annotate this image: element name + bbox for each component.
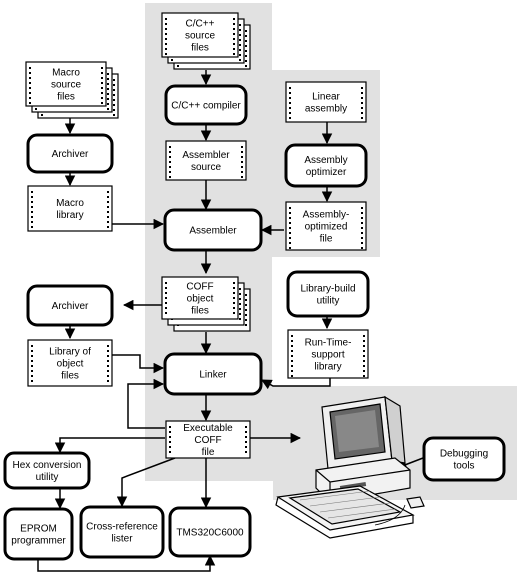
node-debug-label-0: Debugging (440, 449, 488, 460)
arrow-exe-linker-feedback (127, 378, 165, 429)
node-compiler-label-0: C/C++ compiler (171, 101, 241, 112)
node-archiver1-label-0: Archiver (52, 149, 89, 160)
node-optimizer-label-1: optimizer (306, 167, 347, 178)
node-macrolib-label-0: Macro (56, 198, 84, 209)
connectors (37, 70, 424, 572)
node-src-label-0: C/C++ (186, 19, 215, 30)
node-exe-label-0: Executable (183, 423, 233, 434)
arrow-exe-xref (116, 457, 176, 508)
arrow-libobj-linker (112, 354, 165, 374)
node-macro-label-2: files (57, 92, 75, 103)
node-hex-label-1: utility (36, 472, 59, 483)
node-assembler-label-0: Assembler (189, 226, 237, 237)
node-coff-label-1: object (187, 294, 214, 305)
node-libbuild-label-1: utility (317, 296, 340, 307)
arrow-eprom-tms (37, 554, 216, 572)
node-exe-label-1: COFF (194, 435, 221, 446)
node-macro-label-0: Macro (52, 68, 80, 79)
node-coff-label-2: files (191, 306, 209, 317)
node-eprom-label-1: programmer (11, 536, 66, 547)
node-coff-label-0: COFF (186, 282, 213, 293)
node-optfile-label-1: optimized (305, 222, 348, 233)
arrow-rts-linker (261, 378, 331, 390)
node-macro-label-1: source (51, 80, 81, 91)
node-libobj-label-1: object (57, 359, 84, 370)
node-linker: Linker (163, 352, 263, 396)
node-rts-label-2: library (314, 362, 341, 373)
node-asmsrc-label-1: source (191, 162, 221, 173)
node-archiver2: Archiver (26, 284, 114, 327)
node-debug-label-1: tools (453, 461, 474, 472)
node-asmsrc-label-0: Assembler (182, 150, 230, 161)
node-hex-label-0: Hex conversion (13, 460, 82, 471)
computer-workstation-icon (275, 395, 425, 539)
node-eprom-label-0: EPROM (20, 524, 57, 535)
node-tms: TMS320C6000 (168, 506, 252, 558)
node-rts-label-1: support (311, 350, 345, 361)
node-libobj-label-0: Library of (49, 347, 91, 358)
node-compiler: C/C++ compiler (164, 84, 248, 126)
node-optfile-label-0: Assembly- (303, 210, 350, 221)
node-optimizer-label-0: Assembly (304, 155, 347, 166)
node-archiver1: Archiver (26, 133, 114, 174)
node-optfile-label-2: file (320, 234, 333, 245)
node-tms-label-0: TMS320C6000 (176, 528, 244, 539)
node-linker-label-0: Linker (199, 370, 227, 381)
node-rts-label-0: Run-Time- (305, 338, 352, 349)
node-xref-label-1: lister (111, 534, 133, 545)
node-linasm-label-1: assembly (305, 104, 347, 115)
node-linasm-label-0: Linear (312, 92, 340, 103)
node-libobj-label-2: files (61, 371, 79, 382)
node-assembler: Assembler (163, 208, 263, 252)
node-exe-label-2: file (202, 447, 215, 458)
node-xref-label-0: Cross-reference (86, 522, 158, 533)
node-src-label-2: files (191, 43, 209, 54)
node-archiver2-label-0: Archiver (52, 301, 89, 312)
arrow-exe-hex (54, 437, 165, 454)
node-libbuild-label-0: Library-build (300, 284, 355, 295)
node-macrolib-label-1: library (56, 210, 83, 221)
node-src-label-1: source (185, 31, 215, 42)
